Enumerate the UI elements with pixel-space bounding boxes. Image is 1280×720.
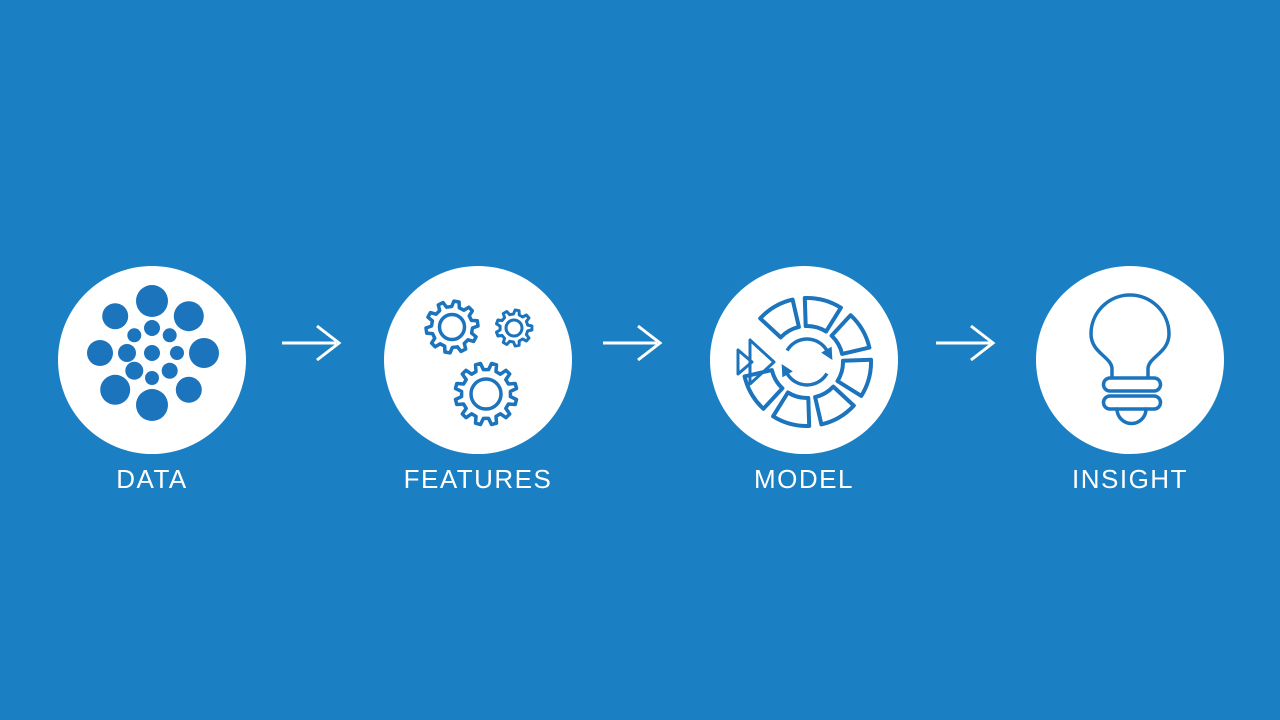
right-arrow-icon — [603, 324, 663, 362]
stage-circle — [1036, 266, 1224, 454]
stage-label: MODEL — [754, 464, 854, 494]
stage-insight: INSIGHT — [1020, 266, 1240, 506]
stage-circle — [710, 266, 898, 454]
data-network-icon — [87, 285, 219, 421]
stage-features: FEATURES — [368, 266, 588, 506]
stage-label: DATA — [116, 464, 188, 494]
lightbulb-icon — [1089, 293, 1171, 426]
gears-icon — [424, 299, 534, 427]
stage-label: INSIGHT — [1072, 464, 1188, 494]
stage-model: MODEL — [694, 266, 914, 506]
stage-label: FEATURES — [403, 464, 553, 494]
right-arrow-icon — [282, 324, 342, 362]
stage-circle — [384, 266, 572, 454]
model-cycle-icon — [736, 295, 874, 429]
right-arrow-icon — [936, 324, 996, 362]
stage-circle — [58, 266, 246, 454]
stage-data: DATA — [42, 266, 262, 506]
